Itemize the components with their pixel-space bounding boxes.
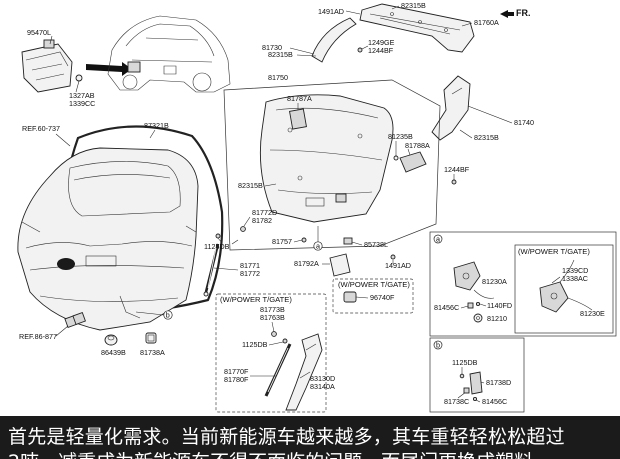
part-81738A bbox=[145, 332, 157, 344]
exploded-parts-diagram: 95470L 1327AB 1339CC REF.60-737 87321B bbox=[17, 1, 617, 413]
label-82315B-mid: 82315B bbox=[238, 181, 263, 190]
label-81750: 81750 bbox=[268, 73, 288, 82]
label-81738A: 81738A bbox=[140, 348, 165, 357]
label-86439B: 86439B bbox=[101, 348, 126, 357]
label-81772: 81772 bbox=[240, 269, 260, 278]
part-81738D bbox=[469, 371, 483, 395]
part-gas-strut bbox=[203, 243, 220, 297]
label-81771: 81771 bbox=[240, 261, 260, 270]
callout-a-box bbox=[433, 234, 443, 244]
label-82315B-left: 82315B bbox=[268, 50, 293, 59]
callout-a-trim-letter: a bbox=[316, 242, 320, 251]
caption-line-1: 首先是轻量化需求。当前新能源车越来越多，其车重轻轻松松超过 bbox=[8, 426, 565, 448]
label-81456C-a: 81456C bbox=[434, 303, 459, 312]
label-81760A: 81760A bbox=[474, 18, 499, 27]
part-81792A bbox=[329, 253, 351, 277]
caption-bar: 首先是轻量化需求。当前新能源车越来越多，其车重轻轻松松超过 2吨，减重成为新能源… bbox=[0, 416, 620, 459]
tailgate-body bbox=[17, 125, 224, 331]
label-81780F: 81780F bbox=[224, 375, 249, 384]
label-83140A: 83140A bbox=[310, 382, 335, 391]
label-81773B: 81773B bbox=[260, 305, 285, 314]
callout-b-gate-letter: b bbox=[166, 311, 170, 320]
label-1491AD-bottom: 1491AD bbox=[385, 261, 411, 270]
label-1244BF-right: 1244BF bbox=[444, 165, 470, 174]
header-power-gate-mid: (W/POWER T/GATE) bbox=[338, 280, 410, 289]
label-1339CD: 1339CD bbox=[562, 266, 588, 275]
label-81456C-b: 81456C bbox=[482, 397, 507, 406]
label-82315B-right: 82315B bbox=[474, 133, 499, 142]
label-REF-86-877: REF.86-877 bbox=[19, 332, 57, 341]
label-87321B: 87321B bbox=[144, 121, 169, 130]
label-81740: 81740 bbox=[514, 118, 534, 127]
label-81210: 81210 bbox=[487, 314, 507, 323]
vehicle-rear-sketch bbox=[107, 15, 231, 93]
callout-b-box bbox=[433, 340, 443, 350]
label-81772D: 81772D bbox=[252, 208, 277, 217]
label-85738L: 85738L bbox=[364, 240, 388, 249]
label-81770F: 81770F bbox=[224, 367, 249, 376]
part-81230A-latch bbox=[453, 261, 495, 299]
part-81230E-power-latch bbox=[539, 259, 593, 313]
label-1339CC: 1339CC bbox=[69, 99, 95, 108]
label-1244BF-top: 1244BF bbox=[368, 46, 394, 55]
part-power-strut bbox=[264, 343, 292, 397]
label-1338AC: 1338AC bbox=[562, 274, 588, 283]
label-1125DB-mid: 1125DB bbox=[242, 340, 268, 349]
part-81740 bbox=[431, 75, 471, 141]
part-81788A bbox=[399, 151, 427, 173]
label-REF-60-737: REF.60-737 bbox=[22, 124, 60, 133]
part-clip-pair bbox=[64, 311, 86, 328]
label-83130D: 83130D bbox=[310, 374, 335, 383]
callout-a-box-letter: a bbox=[436, 235, 440, 244]
part-96740F bbox=[343, 291, 357, 303]
part-81750-trim-panel bbox=[259, 94, 394, 223]
part-81730 bbox=[311, 17, 357, 63]
callout-b-box-letter: b bbox=[436, 341, 440, 350]
label-81757: 81757 bbox=[272, 237, 292, 246]
label-81788A: 81788A bbox=[405, 141, 430, 150]
label-1491AD-top: 1491AD bbox=[318, 7, 344, 16]
label-1140FD: 1140FD bbox=[487, 301, 512, 310]
box-power-gate-mid bbox=[332, 278, 414, 314]
direction-label-fr: FR. bbox=[516, 8, 531, 18]
part-83130D-83140A bbox=[285, 333, 323, 411]
part-81210 bbox=[473, 313, 483, 323]
detail-box-a bbox=[429, 231, 617, 337]
part-81760A bbox=[359, 3, 475, 53]
header-power-gate-right: (W/POWER T/GATE) bbox=[518, 247, 590, 256]
label-81235B: 81235B bbox=[388, 132, 413, 141]
box-power-gate-left bbox=[215, 293, 327, 413]
detail-box-b bbox=[429, 337, 525, 413]
label-1249GE: 1249GE bbox=[368, 38, 395, 47]
label-81738D: 81738D bbox=[486, 378, 511, 387]
label-95470L: 95470L bbox=[27, 28, 51, 37]
header-power-gate-left: (W/POWER T/GATE) bbox=[220, 295, 292, 304]
label-81763B: 81763B bbox=[260, 313, 285, 322]
label-81792A: 81792A bbox=[294, 259, 319, 268]
label-81730: 81730 bbox=[262, 43, 282, 52]
front-direction-arrow bbox=[500, 10, 514, 18]
label-1327AB: 1327AB bbox=[69, 91, 95, 100]
caption-line-2: 2吨，减重成为新能源车不得不面临的问题，而尾门更换成塑料， bbox=[8, 447, 552, 459]
label-81738C: 81738C bbox=[444, 397, 469, 406]
part-81787A bbox=[289, 108, 307, 130]
box-power-gate-right bbox=[514, 244, 614, 334]
module-95470L bbox=[21, 35, 83, 93]
label-1125DB-b: 1125DB bbox=[452, 358, 478, 367]
part-86439B bbox=[104, 334, 118, 346]
label-96740F: 96740F bbox=[370, 293, 395, 302]
label-81230E: 81230E bbox=[580, 309, 605, 318]
label-81787A: 81787A bbox=[287, 94, 312, 103]
label-81230A: 81230A bbox=[482, 277, 507, 286]
label-81782: 81782 bbox=[252, 216, 272, 225]
label-82315B-top: 82315B bbox=[401, 1, 426, 10]
trim-panel-frame bbox=[223, 79, 441, 251]
